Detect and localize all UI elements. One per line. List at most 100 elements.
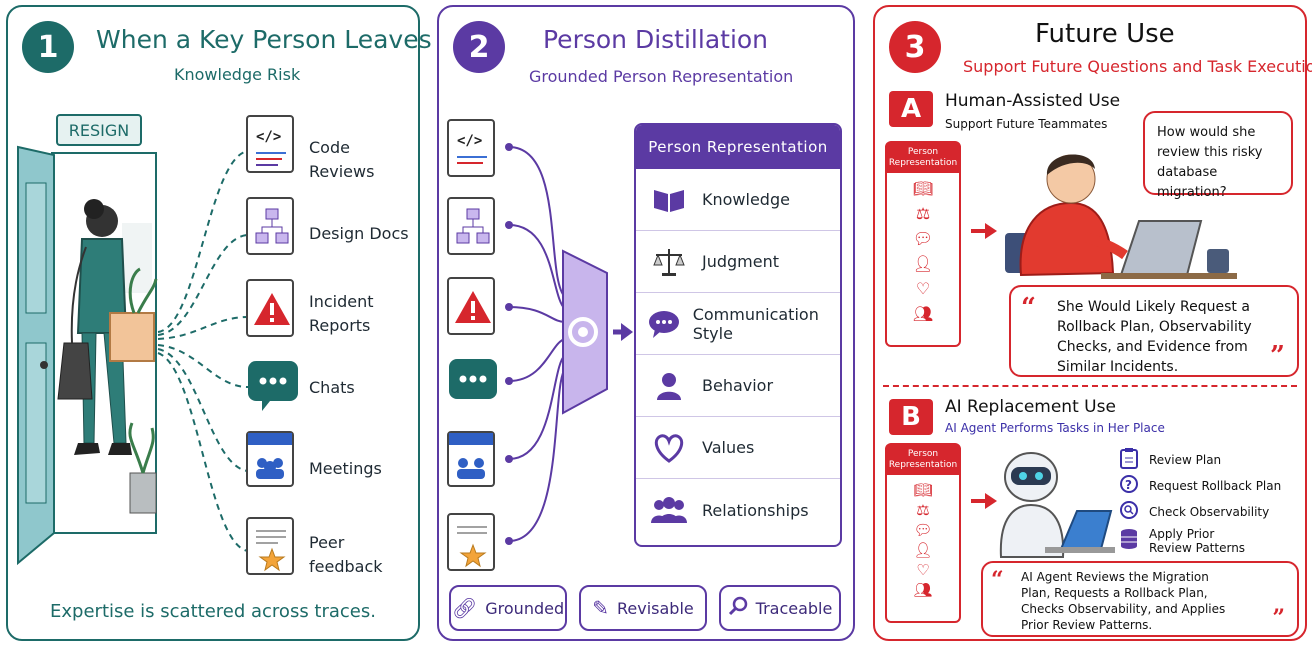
- resign-sign: RESIGN: [56, 114, 142, 146]
- chat-icon: 💬︎: [912, 229, 934, 248]
- task-item: Apply Prior Review Patterns: [1119, 525, 1299, 557]
- heart-icon: ♡: [916, 561, 930, 579]
- rep-row-judgment: Judgment: [636, 231, 840, 293]
- rep-row-knowledge: Knowledge: [636, 169, 840, 231]
- arrow-right-icon: [971, 493, 997, 509]
- source-label-code-reviews: Code Reviews: [309, 138, 375, 181]
- step-number-badge: 1: [22, 21, 74, 73]
- source-label-chats: Chats: [309, 378, 355, 397]
- book-icon: [636, 186, 702, 214]
- card-title: Person Representation: [887, 143, 959, 173]
- source-label-design-docs: Design Docs: [309, 224, 409, 243]
- design-docs-icon: [246, 197, 294, 255]
- scales-icon: [636, 247, 702, 277]
- peer-feedback-icon: [447, 513, 495, 571]
- open-quote-icon: “: [1021, 293, 1036, 323]
- ai-answer-bubble: “ AI Agent Reviews the Migration Plan, R…: [981, 561, 1299, 637]
- close-quote-icon: ”: [1272, 605, 1285, 631]
- incident-reports-icon: [447, 277, 495, 335]
- section-a-title: Human-Assisted Use: [945, 91, 1121, 111]
- rep-row-values: Values: [636, 417, 840, 479]
- panel-title: Person Distillation: [543, 25, 769, 54]
- panel-subtitle: Support Future Questions and Task Execut…: [963, 57, 1312, 76]
- close-quote-icon: ”: [1270, 341, 1285, 371]
- grounded-pill: 🔗︎Grounded: [449, 585, 567, 631]
- step-number-badge: 2: [453, 21, 505, 73]
- arrow-right-icon: [971, 223, 997, 239]
- card-title: Person Representation: [887, 445, 959, 475]
- task-item: Review Plan: [1119, 447, 1299, 473]
- question-bubble: How would she review this risky database…: [1143, 111, 1293, 200]
- panel-title: Future Use: [1035, 19, 1175, 49]
- task-item: ?Request Rollback Plan: [1119, 473, 1299, 499]
- card-title: Person Representation: [636, 125, 840, 169]
- magnifier-icon: [728, 596, 748, 620]
- panel-person-distillation: 2 Person Distillation Grounded Person Re…: [437, 5, 855, 641]
- panel-future-use: 3 Future Use Support Future Questions an…: [873, 5, 1312, 641]
- task-item: Check Observability: [1119, 499, 1299, 525]
- search-icon: [1119, 500, 1139, 524]
- scales-icon: ⚖︎: [915, 204, 931, 223]
- book-icon: 📖︎: [913, 481, 933, 499]
- panel-subtitle: Grounded Person Representation: [529, 67, 794, 86]
- scales-icon: ⚖︎: [916, 501, 930, 519]
- person-representation-card: Person Representation 📖︎ ⚖︎ 💬︎ 👤︎ ♡ 👥︎: [885, 141, 961, 347]
- database-icon: [1119, 528, 1139, 554]
- source-label-meetings: Meetings: [309, 459, 382, 478]
- person-icon: 👤︎: [912, 254, 934, 273]
- section-b-subtitle: AI Agent Performs Tasks in Her Place: [945, 421, 1165, 435]
- ai-robot-illustration: [999, 452, 1115, 558]
- panel-key-person-leaves: 1 When a Key Person Leaves Knowledge Ris…: [6, 5, 432, 641]
- svg-text:?: ?: [1125, 478, 1132, 492]
- panel-footer: Expertise is scattered across traces.: [50, 601, 376, 622]
- person-representation-card: Person Representation Knowledge Judgment…: [634, 123, 842, 547]
- clipboard-icon: [1119, 447, 1139, 473]
- code-reviews-icon: </>: [246, 115, 294, 173]
- human-at-laptop-illustration: [1005, 154, 1237, 279]
- section-a-badge: A: [889, 91, 933, 127]
- section-divider: [883, 385, 1297, 387]
- svg-text:</>: </>: [256, 129, 281, 145]
- section-b-badge: B: [889, 399, 933, 435]
- link-icon: 🔗︎: [451, 596, 478, 620]
- traceable-pill: Traceable: [719, 585, 841, 631]
- answer-bubble: “ She Would Likely Request a Rollback Pl…: [1009, 285, 1299, 377]
- source-connectors: [157, 150, 248, 552]
- section-a-subtitle: Support Future Teammates: [945, 117, 1108, 131]
- rep-row-behavior: Behavior: [636, 355, 840, 417]
- person-icon: [636, 371, 702, 401]
- person-icon: 👤︎: [913, 541, 933, 559]
- meetings-icon: [447, 431, 495, 487]
- open-quote-icon: “: [991, 567, 1004, 593]
- chat-icon: [636, 309, 693, 339]
- chat-icon: 💬︎: [913, 521, 933, 539]
- group-icon: 👥︎: [913, 581, 933, 599]
- incident-reports-icon: [246, 279, 294, 337]
- rep-row-communication-style: Communication Style: [636, 293, 840, 355]
- revisable-pill: ✎Revisable: [579, 585, 707, 631]
- peer-feedback-icon: [246, 517, 294, 575]
- person-representation-card: Person Representation 📖︎ ⚖︎ 💬︎ 👤︎ ♡ 👥︎: [885, 443, 961, 623]
- meetings-icon: [246, 431, 294, 487]
- question-icon: ?: [1119, 474, 1139, 498]
- svg-text:</>: </>: [457, 133, 482, 149]
- design-docs-icon: [447, 197, 495, 255]
- group-icon: 👥︎: [912, 304, 934, 323]
- source-label-incident-reports: Incident Reports: [309, 292, 374, 335]
- ai-task-list: Review Plan ?Request Rollback Plan Check…: [1119, 447, 1299, 557]
- answer-text: She Would Likely Request a Rollback Plan…: [1057, 299, 1252, 375]
- book-icon: 📖︎: [912, 179, 934, 198]
- panel-title: When a Key Person Leaves: [96, 25, 432, 54]
- panel-subtitle: Knowledge Risk: [174, 65, 301, 84]
- heart-icon: [636, 433, 702, 463]
- code-reviews-icon: </>: [447, 119, 495, 177]
- person-leaving-illustration: [17, 145, 158, 566]
- heart-icon: ♡: [915, 279, 931, 298]
- distillation-funnel: [505, 143, 633, 545]
- source-label-peer-feedback: Peer feedback: [309, 533, 383, 576]
- pencil-icon: ✎: [592, 596, 609, 620]
- group-icon: [636, 495, 702, 525]
- chats-icon: [248, 361, 298, 411]
- rep-row-relationships: Relationships: [636, 479, 840, 541]
- chats-icon: [449, 359, 497, 399]
